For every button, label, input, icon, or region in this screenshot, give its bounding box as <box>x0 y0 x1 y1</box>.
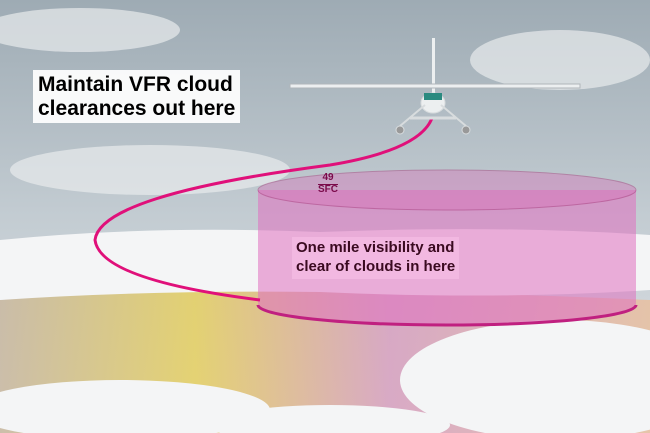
inside-label-line1: One mile visibility and <box>296 239 455 256</box>
inside-airspace-label: One mile visibility and clear of clouds … <box>292 237 460 279</box>
outside-label-line2: clearances out here <box>38 96 236 120</box>
outside-airspace-label: Maintain VFR cloud clearances out here <box>33 70 241 124</box>
outside-label-line1: Maintain VFR cloud <box>38 73 233 96</box>
altitude-ceiling: 49 <box>318 172 338 185</box>
airplane-icon <box>289 38 581 135</box>
inside-label-line2: clear of clouds in here <box>296 257 456 275</box>
flight-path <box>93 117 434 302</box>
altitude-floor: SFC <box>318 183 338 195</box>
airspace-altitude: 49 SFC <box>318 172 338 195</box>
